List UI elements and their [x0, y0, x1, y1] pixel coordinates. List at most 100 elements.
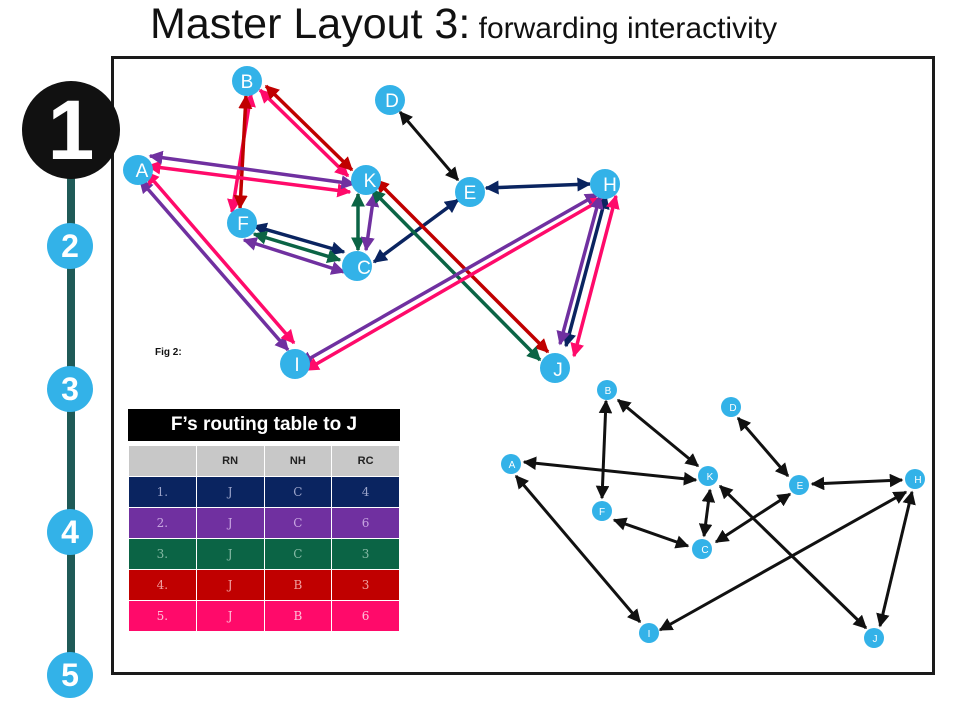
table-cell: C	[263, 476, 333, 508]
edge-H-J	[876, 490, 916, 628]
routing-table: F’s routing table to J RN NH RC 1. J C 4…	[128, 409, 400, 632]
node-label: J	[873, 634, 878, 645]
table-row[interactable]: 3. J C 3	[128, 538, 400, 570]
header-cell	[128, 445, 197, 477]
node-label: B	[605, 386, 612, 397]
step-1-marker[interactable]: 1	[22, 81, 120, 179]
edge-C-E-navy	[372, 198, 460, 264]
topology-edges	[514, 398, 916, 632]
edge-A-I-pink	[144, 170, 296, 345]
step-3-marker[interactable]: 3	[47, 366, 93, 412]
node-label: A	[136, 161, 149, 182]
table-cell: 6	[331, 600, 400, 632]
table-cell: J	[195, 507, 265, 539]
routing-table-header-row: RN NH RC	[128, 445, 400, 477]
node-J-small[interactable]: J	[864, 628, 884, 648]
figure-label: Fig 2:	[155, 347, 182, 358]
edge-A-K-purple	[148, 150, 356, 190]
node-label: B	[241, 72, 254, 93]
node-C-small[interactable]: C	[692, 539, 712, 559]
edge-I-H-purple	[298, 192, 600, 366]
node-D-large[interactable]: D	[375, 85, 405, 115]
slide-title: Master Layout 3: forwarding interactivit…	[150, 0, 777, 49]
edge-H-J-pink	[570, 194, 620, 358]
node-label: E	[464, 183, 477, 204]
edge-K-C-purple	[360, 192, 380, 252]
table-cell: 3.	[128, 538, 197, 570]
node-J-large[interactable]: J	[540, 353, 570, 383]
table-cell: 5.	[128, 600, 197, 632]
table-cell: J	[195, 569, 265, 601]
node-H-small[interactable]: H	[905, 469, 925, 489]
table-row[interactable]: 5. J B 6	[128, 600, 400, 632]
edge-A-I-purple	[138, 178, 290, 352]
node-A-large[interactable]: A	[123, 155, 153, 185]
table-cell: 3	[331, 569, 400, 601]
table-cell: B	[263, 600, 333, 632]
node-label: I	[648, 629, 651, 640]
node-E-small[interactable]: E	[789, 475, 809, 495]
edge-E-H	[810, 473, 904, 491]
edge-B-F	[595, 399, 613, 500]
node-H-large[interactable]: H	[590, 169, 620, 199]
node-label: K	[707, 472, 714, 483]
colored-route-edges	[138, 84, 620, 372]
edge-K-C	[698, 488, 716, 538]
edge-D-E	[736, 416, 790, 478]
node-K-large[interactable]: K	[351, 165, 381, 195]
header-cell: NH	[263, 445, 333, 477]
edge-B-K-pink	[258, 88, 350, 178]
node-label: H	[914, 475, 921, 486]
step-4-marker[interactable]: 4	[47, 509, 93, 555]
step-2-marker[interactable]: 2	[47, 223, 93, 269]
table-cell: 2.	[128, 507, 197, 539]
edge-K-J-red	[374, 178, 550, 354]
node-label: A	[509, 460, 516, 471]
slide-title-sub: forwarding interactivity	[470, 12, 778, 45]
node-D-small[interactable]: D	[721, 397, 741, 417]
node-label: C	[701, 545, 708, 556]
node-label: F	[237, 214, 249, 235]
slide-title-main: Master Layout 3:	[150, 0, 471, 48]
step-5-marker[interactable]: 5	[47, 652, 93, 698]
edge-A-I	[514, 474, 642, 624]
node-B-small[interactable]: B	[597, 380, 617, 400]
node-I-large[interactable]: I	[280, 349, 310, 379]
node-label: C	[357, 258, 371, 279]
table-row[interactable]: 2. J C 6	[128, 507, 400, 539]
node-A-small[interactable]: A	[501, 454, 521, 474]
table-cell: 4.	[128, 569, 197, 601]
node-label: K	[364, 171, 377, 192]
node-I-small[interactable]: I	[639, 623, 659, 643]
table-row[interactable]: 4. J B 3	[128, 569, 400, 601]
edge-D-E	[398, 110, 460, 182]
table-cell: C	[263, 538, 333, 570]
node-C-large[interactable]: C	[342, 251, 372, 281]
routing-table-grid: RN NH RC 1. J C 4 2. J C 6 3. J C 3 4. J…	[128, 445, 400, 632]
table-cell: 3	[331, 538, 400, 570]
edge-B-K-red	[264, 84, 354, 172]
node-E-large[interactable]: E	[455, 177, 485, 207]
edge-F-C	[612, 517, 690, 549]
node-F-small[interactable]: F	[592, 501, 612, 521]
table-cell: J	[195, 600, 265, 632]
node-label: J	[553, 360, 563, 381]
edge-H-J-navy	[562, 194, 610, 348]
node-K-small[interactable]: K	[698, 466, 718, 486]
table-cell: J	[195, 538, 265, 570]
edge-E-H-navy	[484, 177, 592, 195]
table-cell: B	[263, 569, 333, 601]
node-B-large[interactable]: B	[232, 66, 262, 96]
node-label: E	[797, 481, 804, 492]
header-cell: RC	[331, 445, 400, 477]
node-F-large[interactable]: F	[227, 208, 257, 238]
table-row[interactable]: 1. J C 4	[128, 476, 400, 508]
table-cell: J	[195, 476, 265, 508]
edge-I-H	[658, 490, 908, 632]
edge-I-H-pink	[304, 196, 606, 372]
table-cell: C	[263, 507, 333, 539]
routing-table-title: F’s routing table to J	[128, 409, 400, 441]
content-frame	[111, 56, 935, 675]
edge-A-K	[522, 456, 698, 486]
